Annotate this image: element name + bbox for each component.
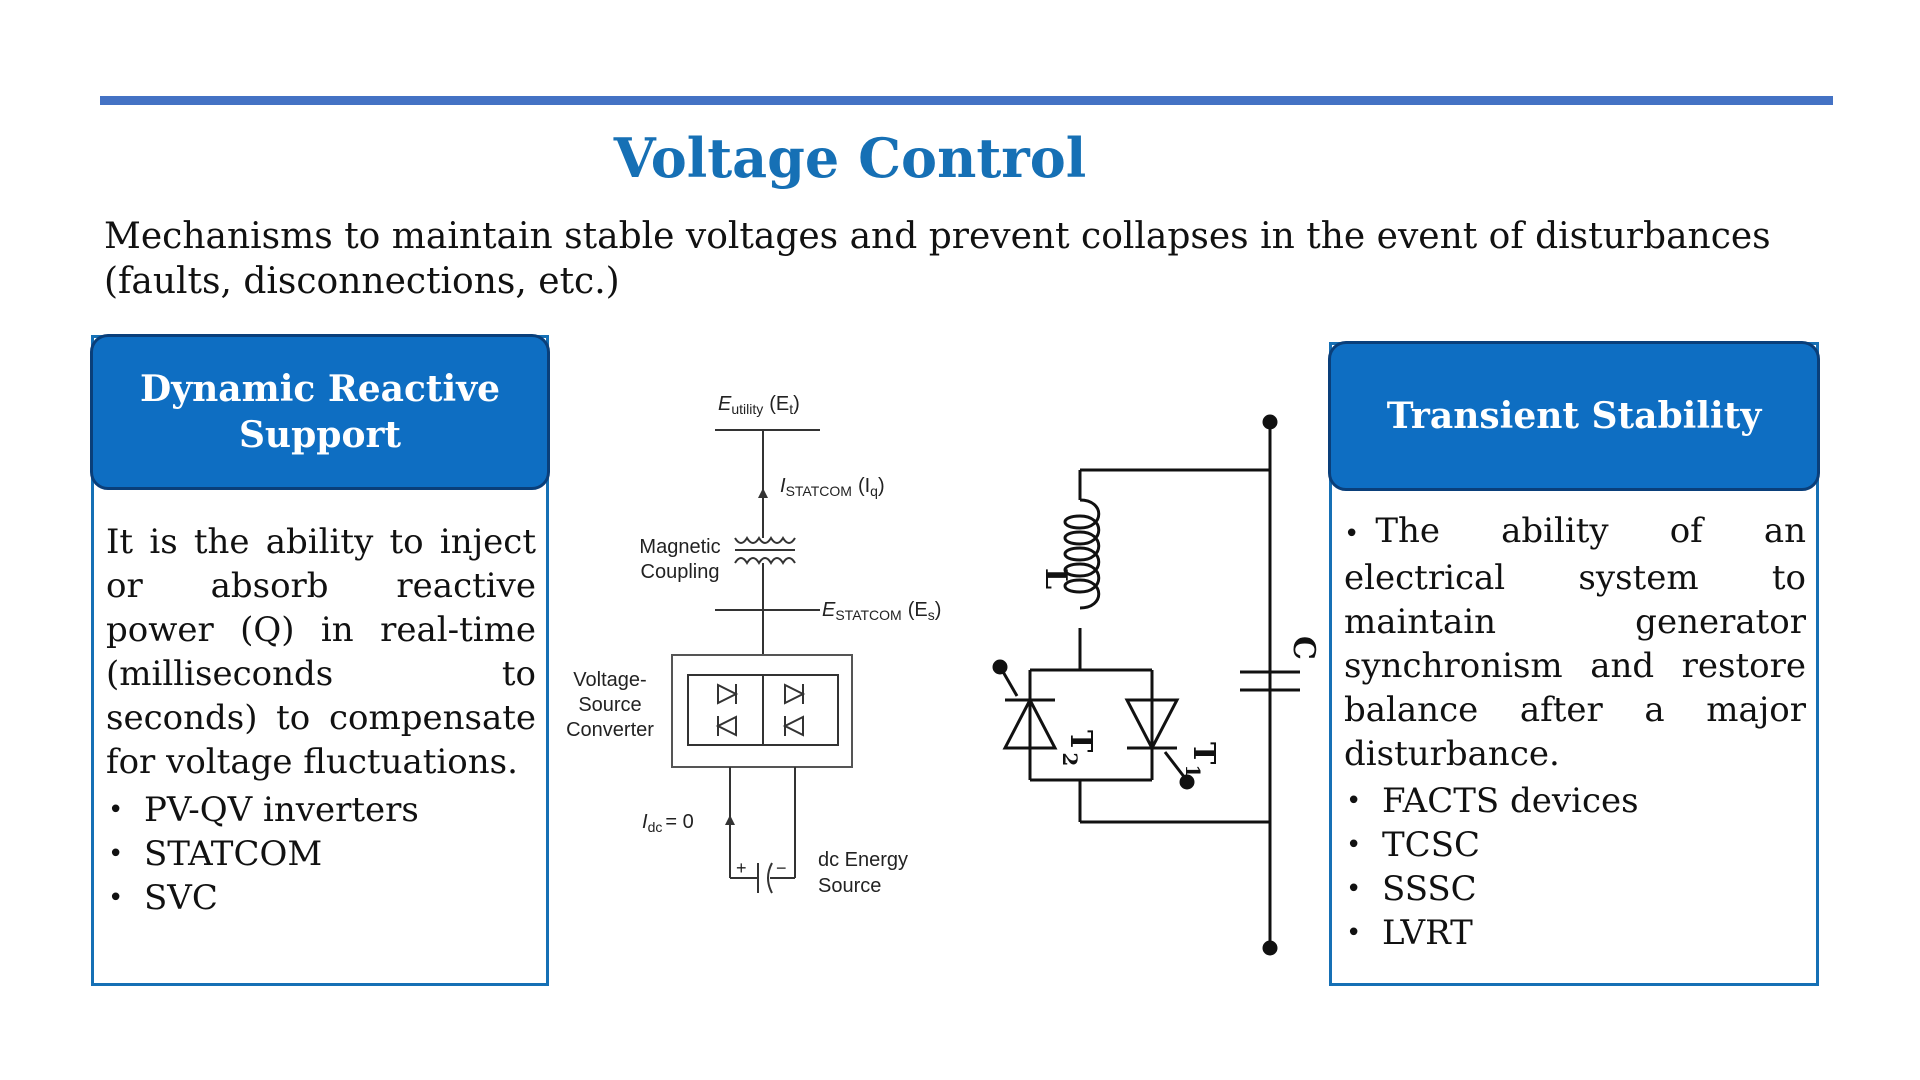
capacitor-label: C [1286, 636, 1320, 660]
transient-stability-text: The ability of an electrical system to m… [1344, 511, 1806, 774]
dc-energy-source-label: dc Energy [818, 849, 908, 871]
terminal-dot [1262, 940, 1278, 956]
voltage-source-converter-box [671, 654, 853, 768]
list-item: TCSC [1344, 823, 1806, 867]
statcom-labels: Eutility(Et) ISTATCOM(Iq) Magnetic Coupl… [566, 393, 941, 897]
circuit-diagrams: Eutility(Et) ISTATCOM(Iq) Magnetic Coupl… [566, 393, 1320, 956]
list-item: FACTS devices [1344, 779, 1806, 823]
thyristor-t1-label: T1 [1181, 742, 1221, 778]
minus-sign: − [776, 858, 787, 878]
list-item: STATCOM [106, 832, 536, 876]
thyristor-icon [717, 683, 739, 705]
thyristor-t2-icon [1002, 696, 1058, 750]
diode-icon [715, 715, 737, 737]
thyristor-t2-label: T2 [1058, 730, 1098, 766]
svc-labels: L C T2 T1 [1038, 568, 1320, 778]
current-arrow-icon [758, 488, 768, 498]
transient-stability-heading: Transient Stability [1328, 341, 1820, 491]
transformer-icon [734, 536, 796, 565]
thyristor-icon [784, 683, 806, 705]
magnetic-coupling-label: Magnetic [639, 536, 720, 558]
capacitor-plate [767, 862, 773, 894]
page-title: Voltage Control [613, 126, 1087, 190]
svc-diagram [992, 414, 1300, 956]
terminal-dot [1262, 414, 1278, 430]
e-statcom-label: ESTATCOM(Es) [822, 599, 941, 623]
dynamic-reactive-support-card: Dynamic Reactive Support It is the abili… [90, 334, 550, 986]
inductor-icon [1063, 498, 1101, 610]
list-item: SSSC [1344, 867, 1806, 911]
transient-stability-list: FACTS devices TCSC SSSC LVRT [1344, 779, 1806, 955]
bullet-icon: • [1344, 519, 1360, 549]
plus-sign: + [736, 858, 747, 878]
list-item: LVRT [1344, 911, 1806, 955]
inductor-label: L [1038, 568, 1073, 589]
magnetic-coupling-label: Coupling [641, 561, 720, 583]
thyristor-t1-icon [1124, 698, 1180, 752]
vsc-label: Converter [566, 719, 654, 741]
transient-stability-card: Transient Stability •The ability of an e… [1328, 341, 1820, 986]
dc-energy-source-label: Source [818, 875, 881, 897]
dynamic-reactive-support-description: It is the ability to inject or absorb re… [106, 522, 536, 782]
dynamic-reactive-support-list: PV-QV inverters STATCOM SVC [106, 788, 536, 920]
dynamic-reactive-support-heading: Dynamic Reactive Support [90, 334, 550, 490]
idc-label: Idc= 0 [642, 811, 694, 835]
page-subtitle: Mechanisms to maintain stable voltages a… [104, 216, 1771, 302]
diode-icon [782, 715, 804, 737]
i-statcom-label: ISTATCOM(Iq) [780, 475, 885, 499]
list-item: PV-QV inverters [106, 788, 536, 832]
top-rule [100, 96, 1833, 105]
e-utility-label: Eutility(Et) [718, 393, 800, 417]
vsc-label: Source [578, 694, 641, 716]
transient-stability-description: •The ability of an electrical system to … [1344, 509, 1806, 776]
statcom-diagram [671, 429, 853, 894]
vsc-label: Voltage- [573, 669, 646, 691]
list-item: SVC [106, 876, 536, 920]
current-arrow-icon [725, 815, 735, 825]
